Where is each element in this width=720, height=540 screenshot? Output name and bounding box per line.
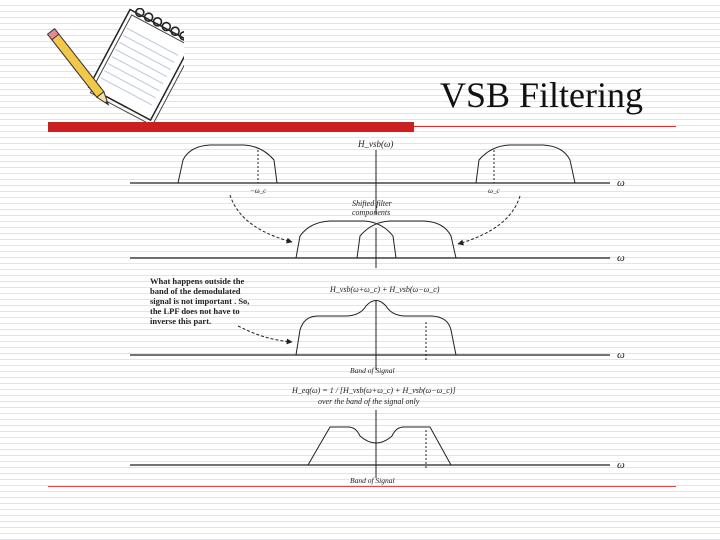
formula-label: H_eq(ω) = 1 / [H_vsb(ω+ω_c) + H_vsb(ω−ω_…: [291, 386, 456, 395]
shifted-label-line2: components: [352, 208, 390, 217]
shift-arrow-right: [458, 196, 520, 244]
shift-arrow-left: [230, 195, 292, 242]
hvsb-pos-curve: [476, 145, 575, 183]
hvsb-label: H_vsb(ω): [357, 139, 393, 149]
note-line-5: inverse this part.: [150, 316, 211, 326]
omega-label-4: ω: [617, 459, 625, 471]
shifted-label-line1: Shifted filter: [352, 199, 393, 208]
note-line-3: signal is not important . So,: [150, 296, 249, 306]
omega-label-1: ω: [617, 177, 625, 189]
note-arrow: [238, 326, 292, 342]
formula-sub-label: over the band of the signal only: [318, 397, 420, 406]
omega-label-2: ω: [617, 252, 625, 264]
pos-wc-label: ω_c: [488, 187, 500, 195]
band-label-1: Band of Signal: [350, 366, 395, 375]
sum-label: H_vsb(ω+ω_c) + H_vsb(ω−ω_c): [329, 285, 440, 294]
note-line-1: What happens outside the: [150, 276, 244, 286]
shifted-left-curve: [296, 221, 396, 258]
band-label-2: Band of Signal: [350, 476, 395, 485]
note-line-2: band of the demodulated: [150, 286, 241, 296]
shifted-right-curve: [357, 221, 456, 258]
hvsb-neg-curve: [178, 145, 277, 183]
note-box: What happens outside the band of the dem…: [150, 276, 249, 326]
omega-label-3: ω: [617, 349, 625, 361]
note-line-4: the LPF does not have to: [150, 306, 240, 316]
neg-wc-label: −ω_c: [250, 187, 267, 195]
equalizer-curve: [308, 427, 451, 465]
